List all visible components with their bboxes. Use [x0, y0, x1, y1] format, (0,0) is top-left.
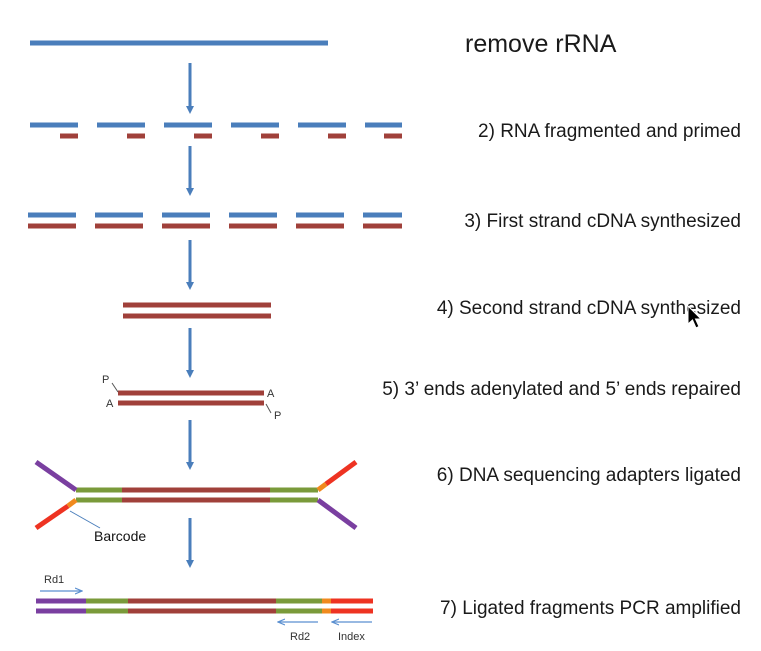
label-barcode: Barcode [94, 528, 146, 544]
step6-adapter-ligated-dna [34, 459, 358, 531]
step7-amplified-dna [36, 598, 373, 614]
step4-label: 4) Second strand cDNA synthesized [437, 298, 741, 319]
step7-label: 7) Ligated fragments PCR amplified [440, 598, 741, 619]
label-p-left: P [102, 374, 109, 386]
step2-fragments [30, 122, 402, 139]
label-a-left: A [106, 398, 114, 410]
step1-label: remove rRNA [465, 30, 617, 58]
primer-arrows [40, 591, 372, 622]
step3-label: 3) First strand cDNA synthesized [464, 211, 741, 232]
label-p-right: P [274, 410, 281, 422]
label-rd1: Rd1 [44, 574, 64, 586]
step3-first-strand [28, 212, 402, 229]
step5-adenylated-dna [111, 382, 272, 414]
label-index: Index [338, 631, 365, 643]
step5-label: 5) 3’ ends adenylated and 5’ ends repair… [382, 379, 741, 400]
step6-label: 6) DNA sequencing adapters ligated [437, 465, 741, 486]
label-a-right: A [267, 388, 275, 400]
label-rd2: Rd2 [290, 631, 310, 643]
step2-label: 2) RNA fragmented and primed [478, 121, 741, 142]
mouse-pointer-icon [687, 304, 703, 329]
step4-double-strand [123, 302, 271, 319]
